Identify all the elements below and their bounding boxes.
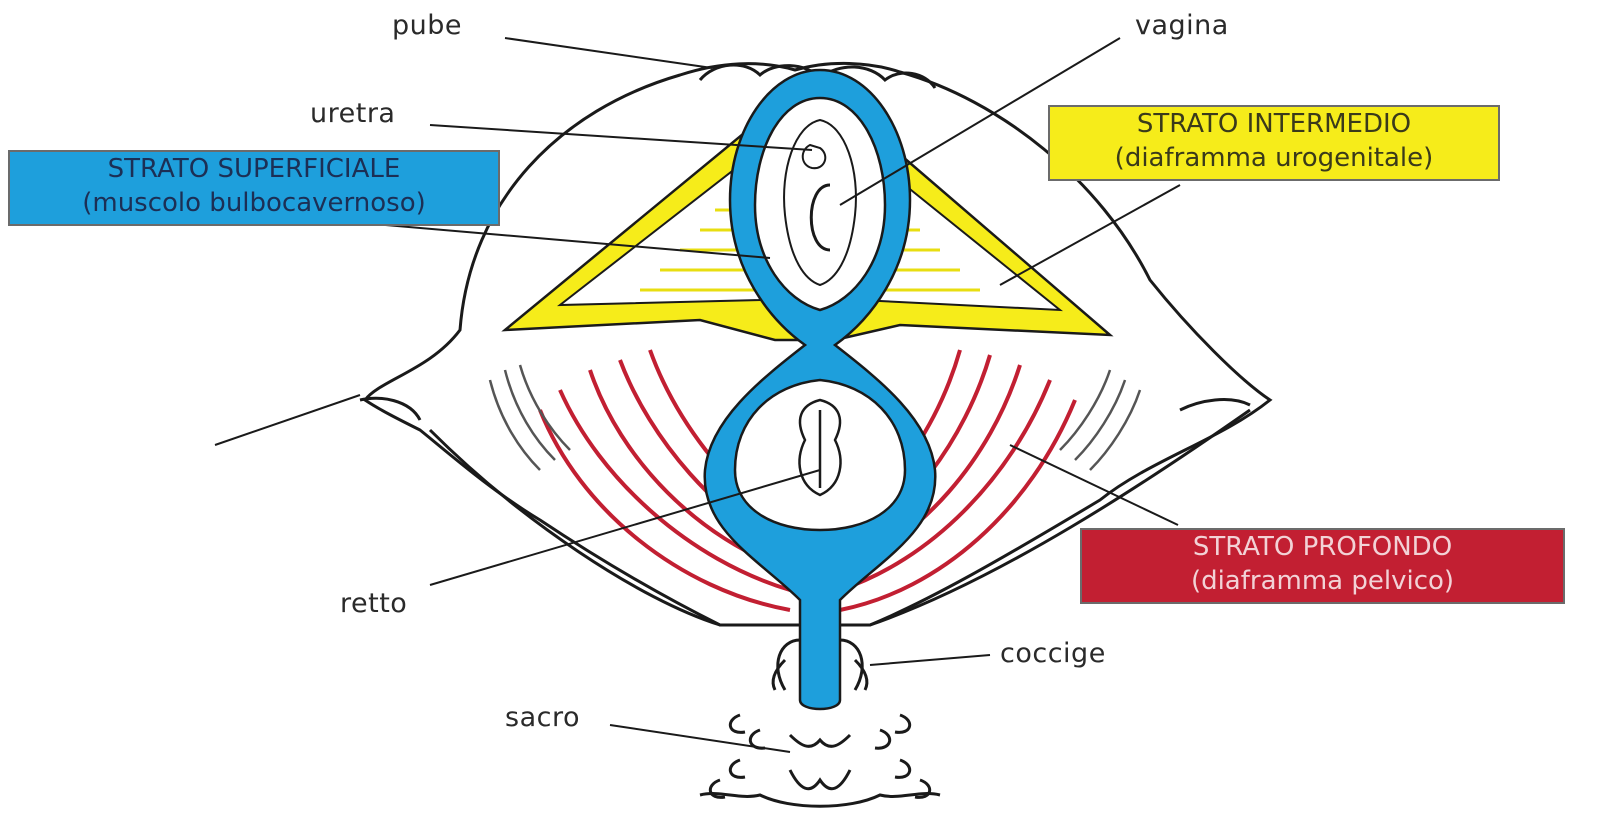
label-sacro: sacro (505, 702, 580, 733)
box-strato-superficiale: STRATO SUPERFICIALE (muscolo bulbocavern… (8, 150, 500, 226)
box-strato-intermedio-title: STRATO INTERMEDIO (1050, 107, 1498, 141)
box-strato-profondo-title: STRATO PROFONDO (1082, 530, 1563, 564)
label-pube: pube (392, 10, 462, 41)
box-strato-superficiale-title: STRATO SUPERFICIALE (10, 152, 498, 186)
box-strato-profondo: STRATO PROFONDO (diaframma pelvico) (1080, 528, 1565, 604)
box-strato-intermedio: STRATO INTERMEDIO (diaframma urogenitale… (1048, 105, 1500, 181)
right-fold (1180, 400, 1250, 410)
label-uretra: uretra (310, 98, 395, 129)
label-retto: retto (340, 588, 407, 619)
box-strato-superficiale-subtitle: (muscolo bulbocavernoso) (10, 186, 498, 220)
sacrum (700, 715, 940, 806)
box-strato-profondo-subtitle: (diaframma pelvico) (1082, 564, 1563, 598)
label-coccige: coccige (1000, 638, 1106, 669)
box-strato-intermedio-subtitle: (diaframma urogenitale) (1050, 141, 1498, 175)
label-vagina: vagina (1135, 10, 1229, 41)
